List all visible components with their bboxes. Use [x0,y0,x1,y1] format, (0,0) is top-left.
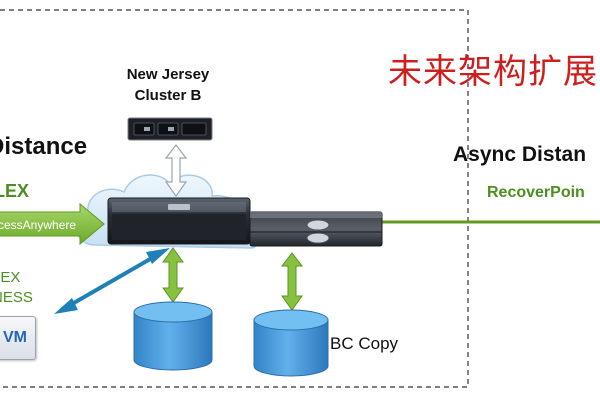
database-cylinder-icon-left [133,301,213,371]
green-double-arrow-right [280,252,304,311]
vplex-witness-line-1: LEX [0,269,21,286]
database-cylinder-icon-right [253,309,329,377]
cluster-label-line-1: New Jersey [126,66,210,83]
storage-label: BC Copy [330,334,399,353]
page-title: 未来架构扩展 [388,52,598,92]
green-double-arrow-left [162,247,184,303]
vplex-witness-line-2: NESS [0,289,33,306]
cluster-label-line-2: Cluster B [134,87,202,104]
left-distance-label: Distance [0,133,88,160]
site-boundary-dashed [0,9,469,388]
access-anywhere-label: cessAnywhere [0,218,77,232]
vertical-white-double-arrow [164,144,188,198]
server-rack-icon [249,211,383,247]
vplex-witness-label: LEX NESS [0,268,33,308]
vplex-label: LEX [0,181,30,201]
blue-diagonal-arrow [54,248,170,314]
storage-array-icon-main [107,197,251,245]
virtual-machine-icon: VM [0,316,36,360]
cluster-label: New Jersey Cluster B [108,64,228,106]
green-access-arrow [0,202,105,246]
right-distance-label: Async Distan [453,143,587,166]
storage-array-icon-top [127,117,213,141]
recoverpoint-label: RecoverPoin [487,184,585,201]
vm-label: VM [3,329,27,346]
